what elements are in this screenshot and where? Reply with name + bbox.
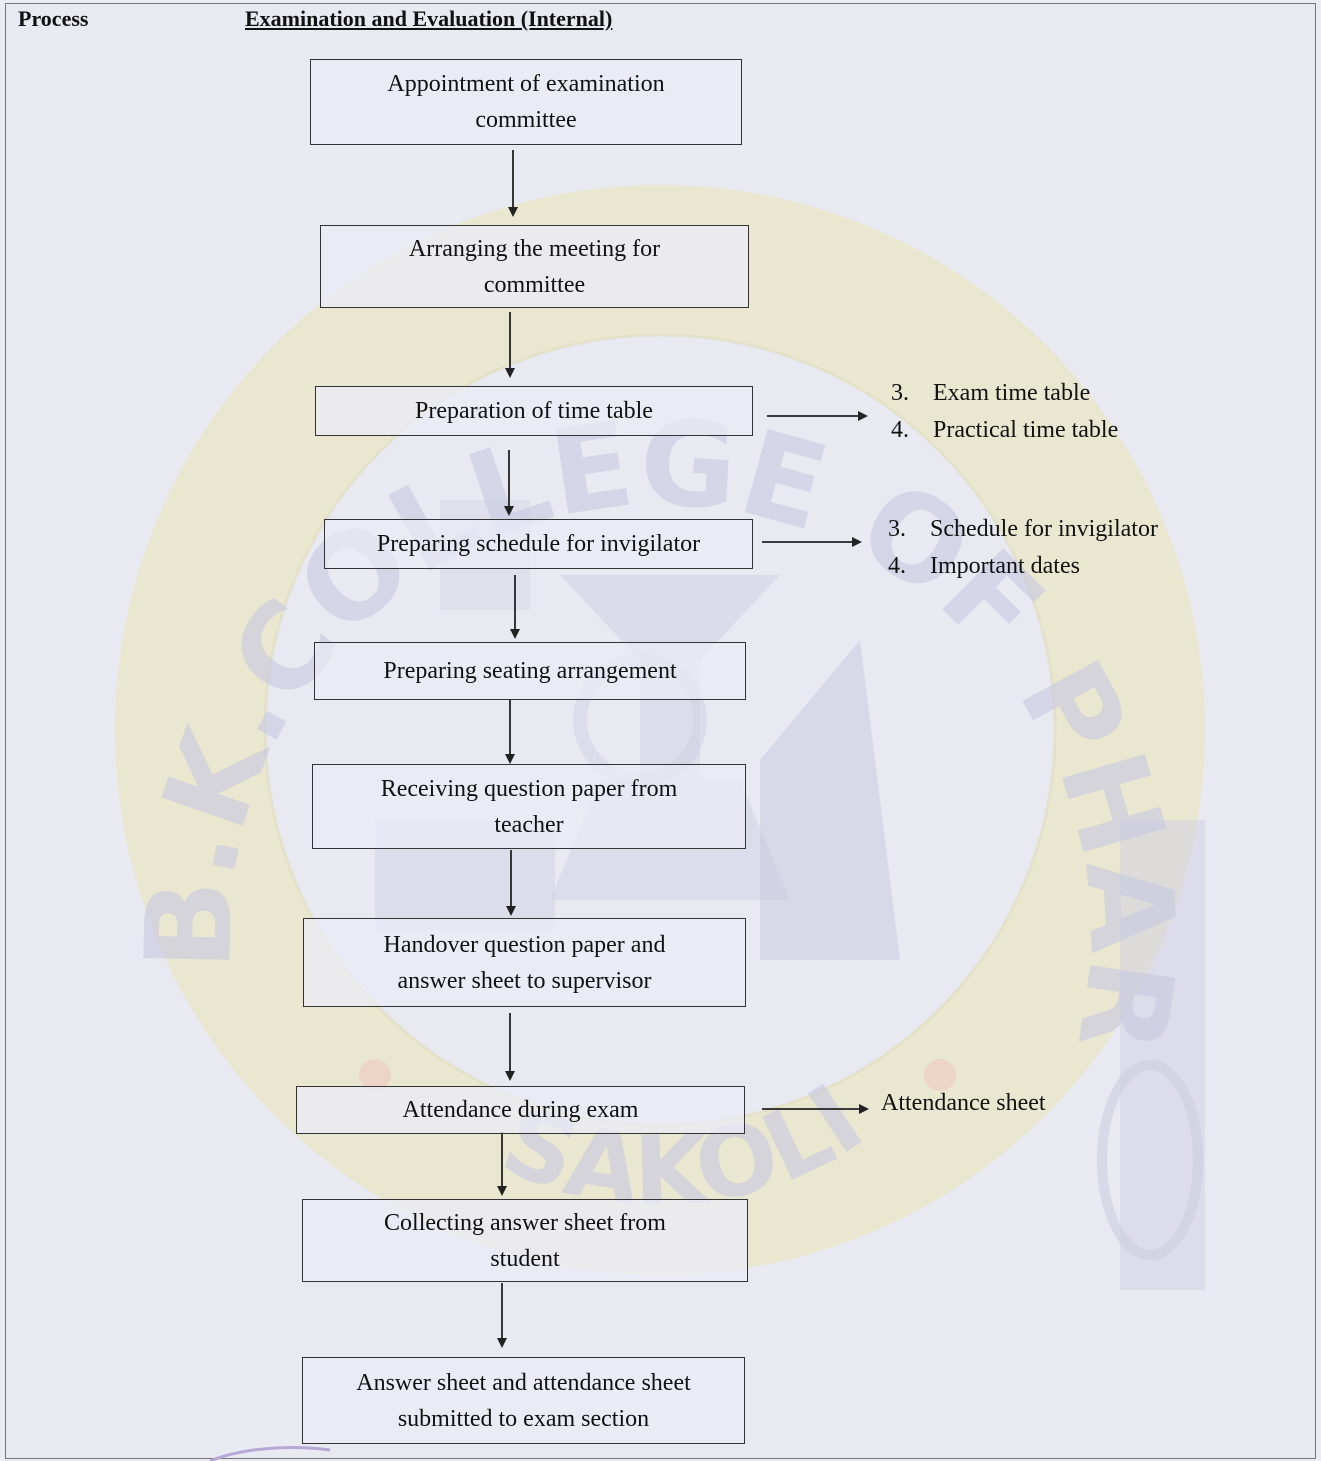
step-line: teacher (494, 811, 564, 838)
step-line: submitted to exam section (397, 1405, 650, 1432)
flow-step-schedule-for-invigilator: Preparing schedule for invigilator (324, 519, 753, 569)
step-line: Handover question paper and (383, 931, 666, 958)
step-line: Preparing seating arrangement (383, 658, 677, 684)
list-text: Important dates (930, 553, 1080, 579)
list-text: Schedule for invigilator (930, 516, 1158, 542)
list-item: 4. Practical time table (891, 412, 1118, 449)
flow-step-attendance-during-exam: Attendance during exam (296, 1086, 745, 1134)
process-label: Process (18, 6, 89, 31)
step-line: Receiving question paper from (380, 775, 678, 802)
step-line: Appointment of examination (387, 71, 665, 97)
flow-step-receiving-question-paper: Receiving question paper from teacher (312, 764, 746, 849)
page-title: Examination and Evaluation (Internal) (245, 6, 613, 31)
flow-step-collecting-answer-sheet: Collecting answer sheet from student (302, 1199, 748, 1282)
invigilator-outputs-list: 3. Schedule for invigilator 4. Important… (888, 511, 1158, 585)
step-line: Answer sheet and attendance sheet (356, 1369, 691, 1396)
list-number: 3. (888, 516, 906, 542)
timetable-outputs-list: 3. Exam time table 4. Practical time tab… (891, 375, 1118, 449)
step-line: Attendance during exam (402, 1097, 639, 1123)
list-number: 4. (888, 553, 906, 579)
flow-step-submitted-to-exam-section: Answer sheet and attendance sheet submitt… (302, 1357, 745, 1444)
list-item: 3. Schedule for invigilator (888, 511, 1158, 548)
flow-step-handover-to-supervisor: Handover question paper and answer sheet … (303, 918, 746, 1007)
flow-step-arranging-meeting: Arranging the meeting for committee (320, 225, 749, 308)
list-text: Practical time table (933, 417, 1119, 443)
step-line: student (490, 1245, 560, 1272)
list-item: 3. Exam time table (891, 375, 1118, 412)
step-line: answer sheet to supervisor (397, 967, 652, 994)
step-line: Collecting answer sheet from (384, 1209, 666, 1236)
step-line: Preparation of time table (415, 398, 653, 424)
flow-step-seating-arrangement: Preparing seating arrangement (314, 642, 746, 700)
step-line: Preparing schedule for invigilator (376, 531, 701, 557)
step-line: committee (483, 271, 586, 298)
flow-step-preparation-of-time-table: Preparation of time table (315, 386, 753, 436)
list-text: Exam time table (933, 380, 1091, 406)
attendance-sheet-output: Attendance sheet (881, 1090, 1046, 1116)
list-number: 4. (891, 417, 909, 443)
list-item: 4. Important dates (888, 548, 1158, 585)
step-line: Arranging the meeting for (408, 235, 661, 262)
step-line: committee (475, 107, 577, 133)
flow-step-appointment-of-committee: Appointment of examination committee (310, 59, 742, 145)
list-number: 3. (891, 380, 909, 406)
